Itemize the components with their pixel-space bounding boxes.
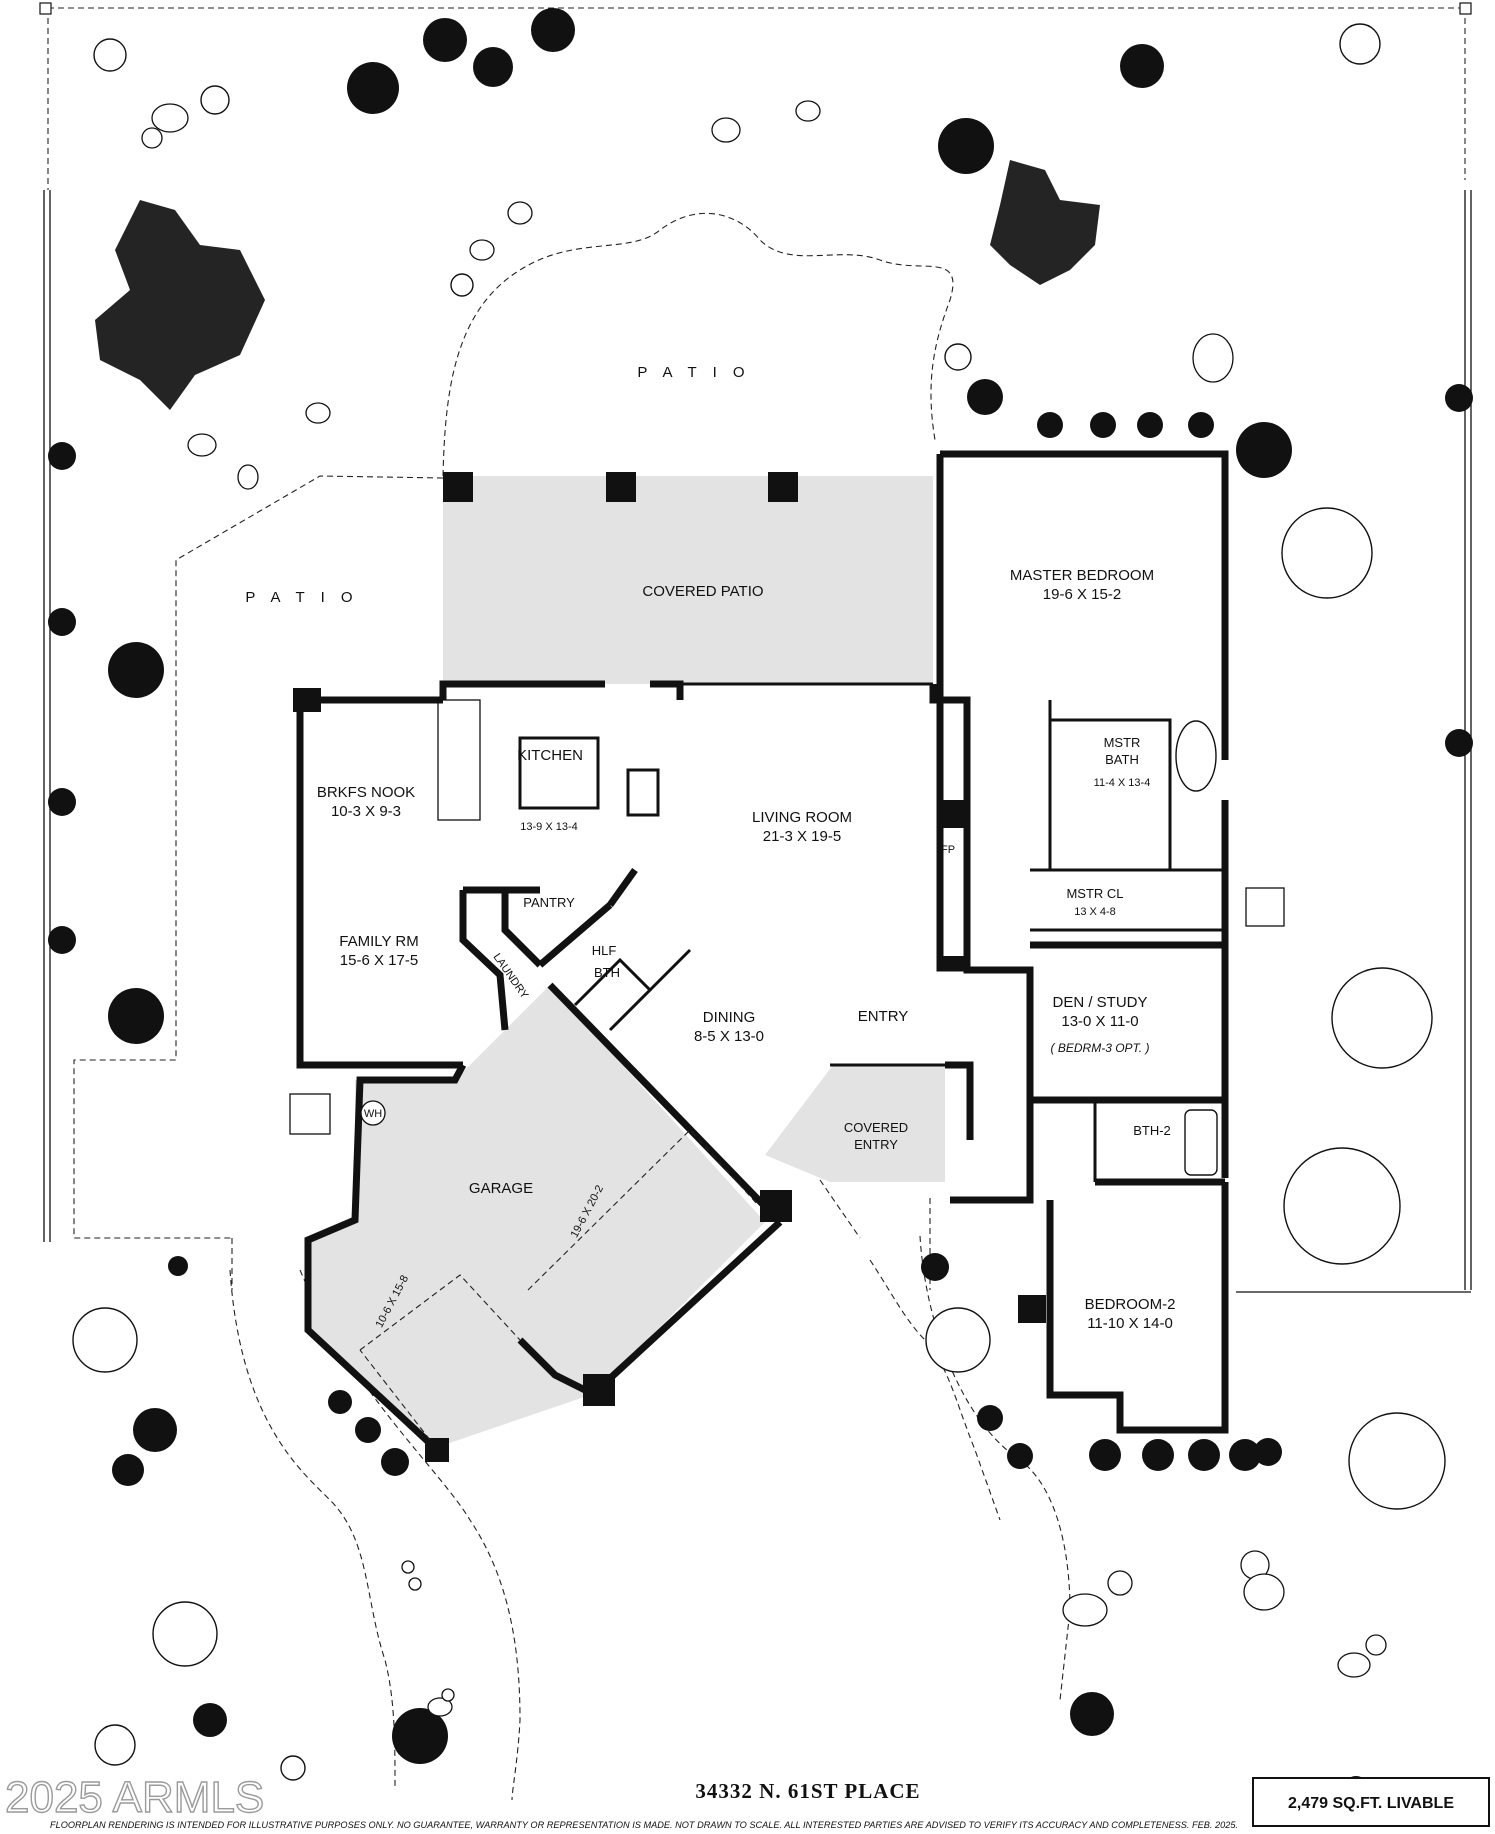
pantry-label: PANTRY: [523, 895, 575, 910]
water-heater-label: WH: [364, 1108, 382, 1120]
brkfs-nook-label: BRKFS NOOK: [317, 784, 415, 801]
mstr-bath-label-2: BATH: [1105, 752, 1139, 767]
landscape-trees: [48, 8, 1473, 1804]
master-bedroom-size: 19-6 X 15-2: [1043, 586, 1121, 603]
house-walls: [296, 450, 1229, 1451]
garage-label: GARAGE: [469, 1180, 533, 1197]
kitchen-size: 13-9 X 13-4: [520, 821, 577, 833]
dining-label: DINING: [703, 1009, 756, 1026]
mstr-cl-size: 13 X 4-8: [1074, 906, 1116, 918]
covered-patio-area: [443, 476, 933, 684]
disclaimer: FLOORPLAN RENDERING IS INTENDED FOR ILLU…: [50, 1820, 1238, 1831]
den-study-size: 13-0 X 11-0: [1061, 1013, 1138, 1030]
family-rm-label: FAMILY RM: [339, 933, 418, 950]
entry-label: ENTRY: [858, 1008, 909, 1025]
hlf-bth-label-2: BTH: [594, 965, 620, 980]
sqft-label: 2,479 SQ.FT. LIVABLE: [1288, 1795, 1454, 1812]
den-study-note: ( BEDRM-3 OPT. ): [1051, 1041, 1150, 1055]
covered-entry-label-2: ENTRY: [854, 1137, 898, 1152]
bth2-tub-icon: [1184, 1109, 1218, 1176]
patio-west-label: P A T I O: [245, 589, 358, 606]
mstr-bath-label-1: MSTR: [1104, 735, 1141, 750]
dining-size: 8-5 X 13-0: [694, 1028, 764, 1045]
bth2-label: BTH-2: [1133, 1123, 1171, 1138]
bedroom2-size: 11-10 X 14-0: [1087, 1315, 1173, 1332]
master-bedroom-label: MASTER BEDROOM: [1010, 567, 1154, 584]
kitchen-label: KITCHEN: [517, 747, 583, 764]
pillars: [293, 472, 1046, 1462]
ac-pad: [1245, 887, 1285, 927]
den-study-label: DEN / STUDY: [1052, 994, 1147, 1011]
garage-floor: [308, 985, 765, 1448]
covered-entry-label-1: COVERED: [844, 1120, 908, 1135]
hlf-bth-label-1: HLF: [592, 943, 617, 958]
fireplace-label: FP: [941, 844, 955, 856]
patio-north-label: P A T I O: [637, 364, 750, 381]
covered-entry-area: [765, 1065, 945, 1182]
covered-patio-label: COVERED PATIO: [642, 583, 763, 600]
brkfs-nook-size: 10-3 X 9-3: [331, 803, 401, 820]
landscape-shrubs: [72, 23, 1446, 1781]
mstr-bath-size: 11-4 X 13-4: [1094, 777, 1151, 789]
room-labels: P A T I O P A T I O COVERED PATIO MASTER…: [245, 364, 1175, 1332]
family-rm-size: 15-6 X 17-5: [340, 952, 418, 969]
living-room-label: LIVING ROOM: [752, 809, 852, 826]
watermark: 2025 ARMLS: [5, 1773, 264, 1822]
living-room-size: 21-3 X 19-5: [763, 828, 841, 845]
landscape-rocks: [141, 100, 1387, 1717]
bathtub-icon: [1175, 720, 1217, 792]
pool-equipment-pad: [289, 1093, 331, 1135]
address: 34332 N. 61ST PLACE: [695, 1779, 920, 1803]
footer: 2025 ARMLS 34332 N. 61ST PLACE 2,479 SQ.…: [4, 1772, 1490, 1831]
sqft-box: [1252, 1777, 1490, 1827]
bedroom2-label: BEDROOM-2: [1085, 1296, 1176, 1313]
mstr-cl-label: MSTR CL: [1066, 886, 1123, 901]
garage-bay-outlines: [359, 1129, 759, 1441]
water-heater-icon: [360, 1100, 386, 1126]
